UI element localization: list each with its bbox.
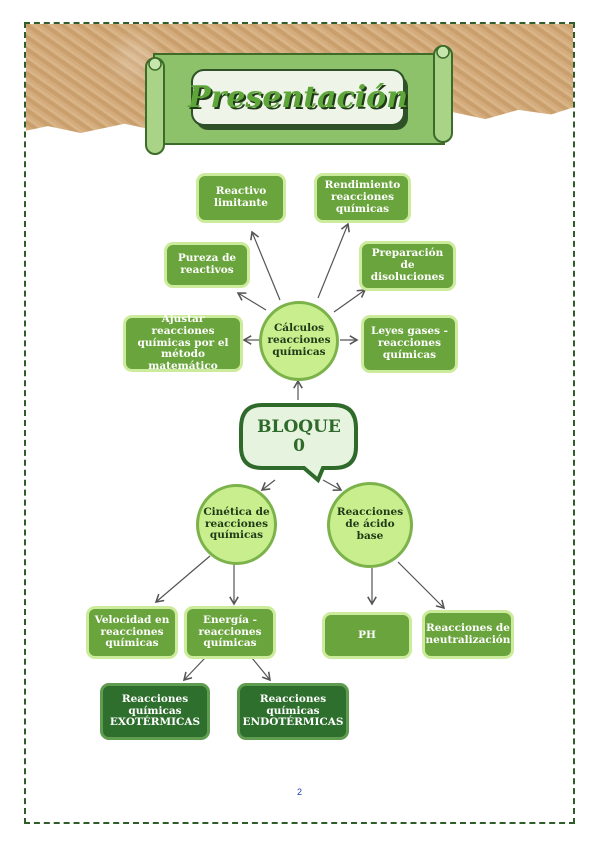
- node-preparacion: Preparación de disoluciones: [359, 241, 456, 291]
- node-leyes-gases: Leyes gases - reacciones químicas: [361, 315, 458, 373]
- node-velocidad: Velocidad en reacciones químicas: [86, 606, 178, 659]
- node-calculos: Cálculos reacciones químicas: [259, 301, 339, 381]
- node-cinetica: Cinética de reacciones químicas: [196, 484, 277, 565]
- node-ph: PH: [322, 612, 412, 659]
- node-reactivo-limitante: Reactivo limitante: [196, 173, 286, 223]
- node-pureza: Pureza de reactivos: [164, 242, 250, 288]
- page-border: [24, 22, 575, 824]
- page-number: 2: [296, 787, 302, 797]
- node-acido-base: Reacciones de ácido base: [327, 482, 413, 568]
- page-title: Presentación: [187, 79, 409, 115]
- center-node: BLOQUE 0: [257, 416, 341, 456]
- node-energia: Energía - reacciones químicas: [184, 606, 276, 659]
- node-endotermicas: Reacciones químicas ENDOTÉRMICAS: [237, 683, 349, 740]
- node-ajustar: Ajustar reacciones químicas por el métod…: [123, 313, 243, 372]
- node-exotermicas: Reacciones químicas EXOTÉRMICAS: [100, 683, 210, 740]
- node-rendimiento: Rendimiento reacciones químicas: [314, 173, 411, 223]
- node-neutralizacion: Reacciones de neutralización: [422, 610, 514, 659]
